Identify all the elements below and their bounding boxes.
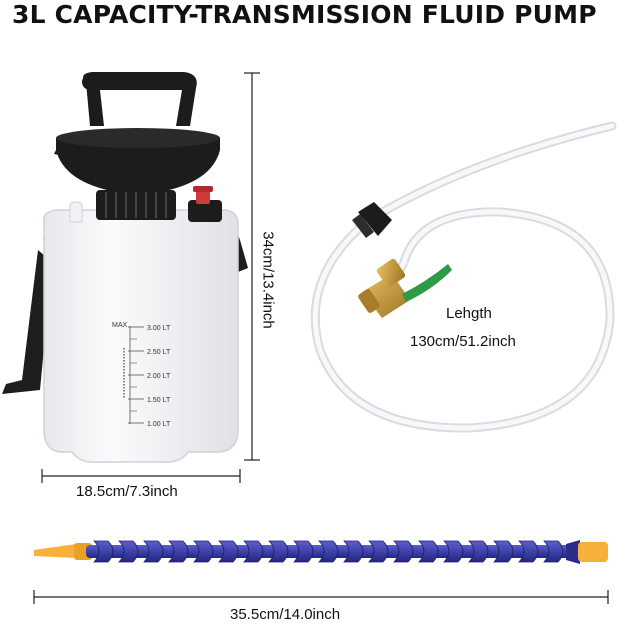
brass-valve bbox=[358, 258, 452, 318]
scale-mark: 2.50 LT bbox=[147, 349, 171, 356]
height-dimension-line bbox=[244, 72, 260, 461]
flex-nozzle bbox=[34, 540, 608, 564]
scale-max-label: MAX bbox=[112, 322, 128, 329]
height-label: 34cm/13.4inch bbox=[259, 231, 277, 329]
nozzle-dimension-line bbox=[33, 590, 609, 604]
pump-cap bbox=[54, 72, 220, 220]
nozzle-length-label: 35.5cm/14.0inch bbox=[230, 606, 341, 623]
scale-mark: 3.00 LT bbox=[147, 325, 171, 332]
page-title: 3L CAPACITY-TRANSMISSION FLUID PUMP bbox=[12, 0, 597, 29]
hose-caption: Lehgth bbox=[446, 305, 492, 322]
scale-mark: 1.00 LT bbox=[147, 421, 171, 428]
tank-body bbox=[43, 201, 239, 464]
width-label: 18.5cm/7.3inch bbox=[76, 483, 178, 500]
volume-scale: MAX 3.00 LT 2.50 LT 2.00 LT 1.50 LT 1.00… bbox=[112, 322, 171, 428]
pressure-valve bbox=[188, 186, 222, 222]
width-dimension-line bbox=[41, 469, 241, 483]
clear-hose bbox=[310, 121, 617, 433]
scale-mark: 2.00 LT bbox=[147, 373, 171, 380]
hose-length-label: 130cm/51.2inch bbox=[410, 333, 516, 350]
hose-connector bbox=[352, 202, 392, 238]
scale-mark: 1.50 LT bbox=[147, 397, 171, 404]
